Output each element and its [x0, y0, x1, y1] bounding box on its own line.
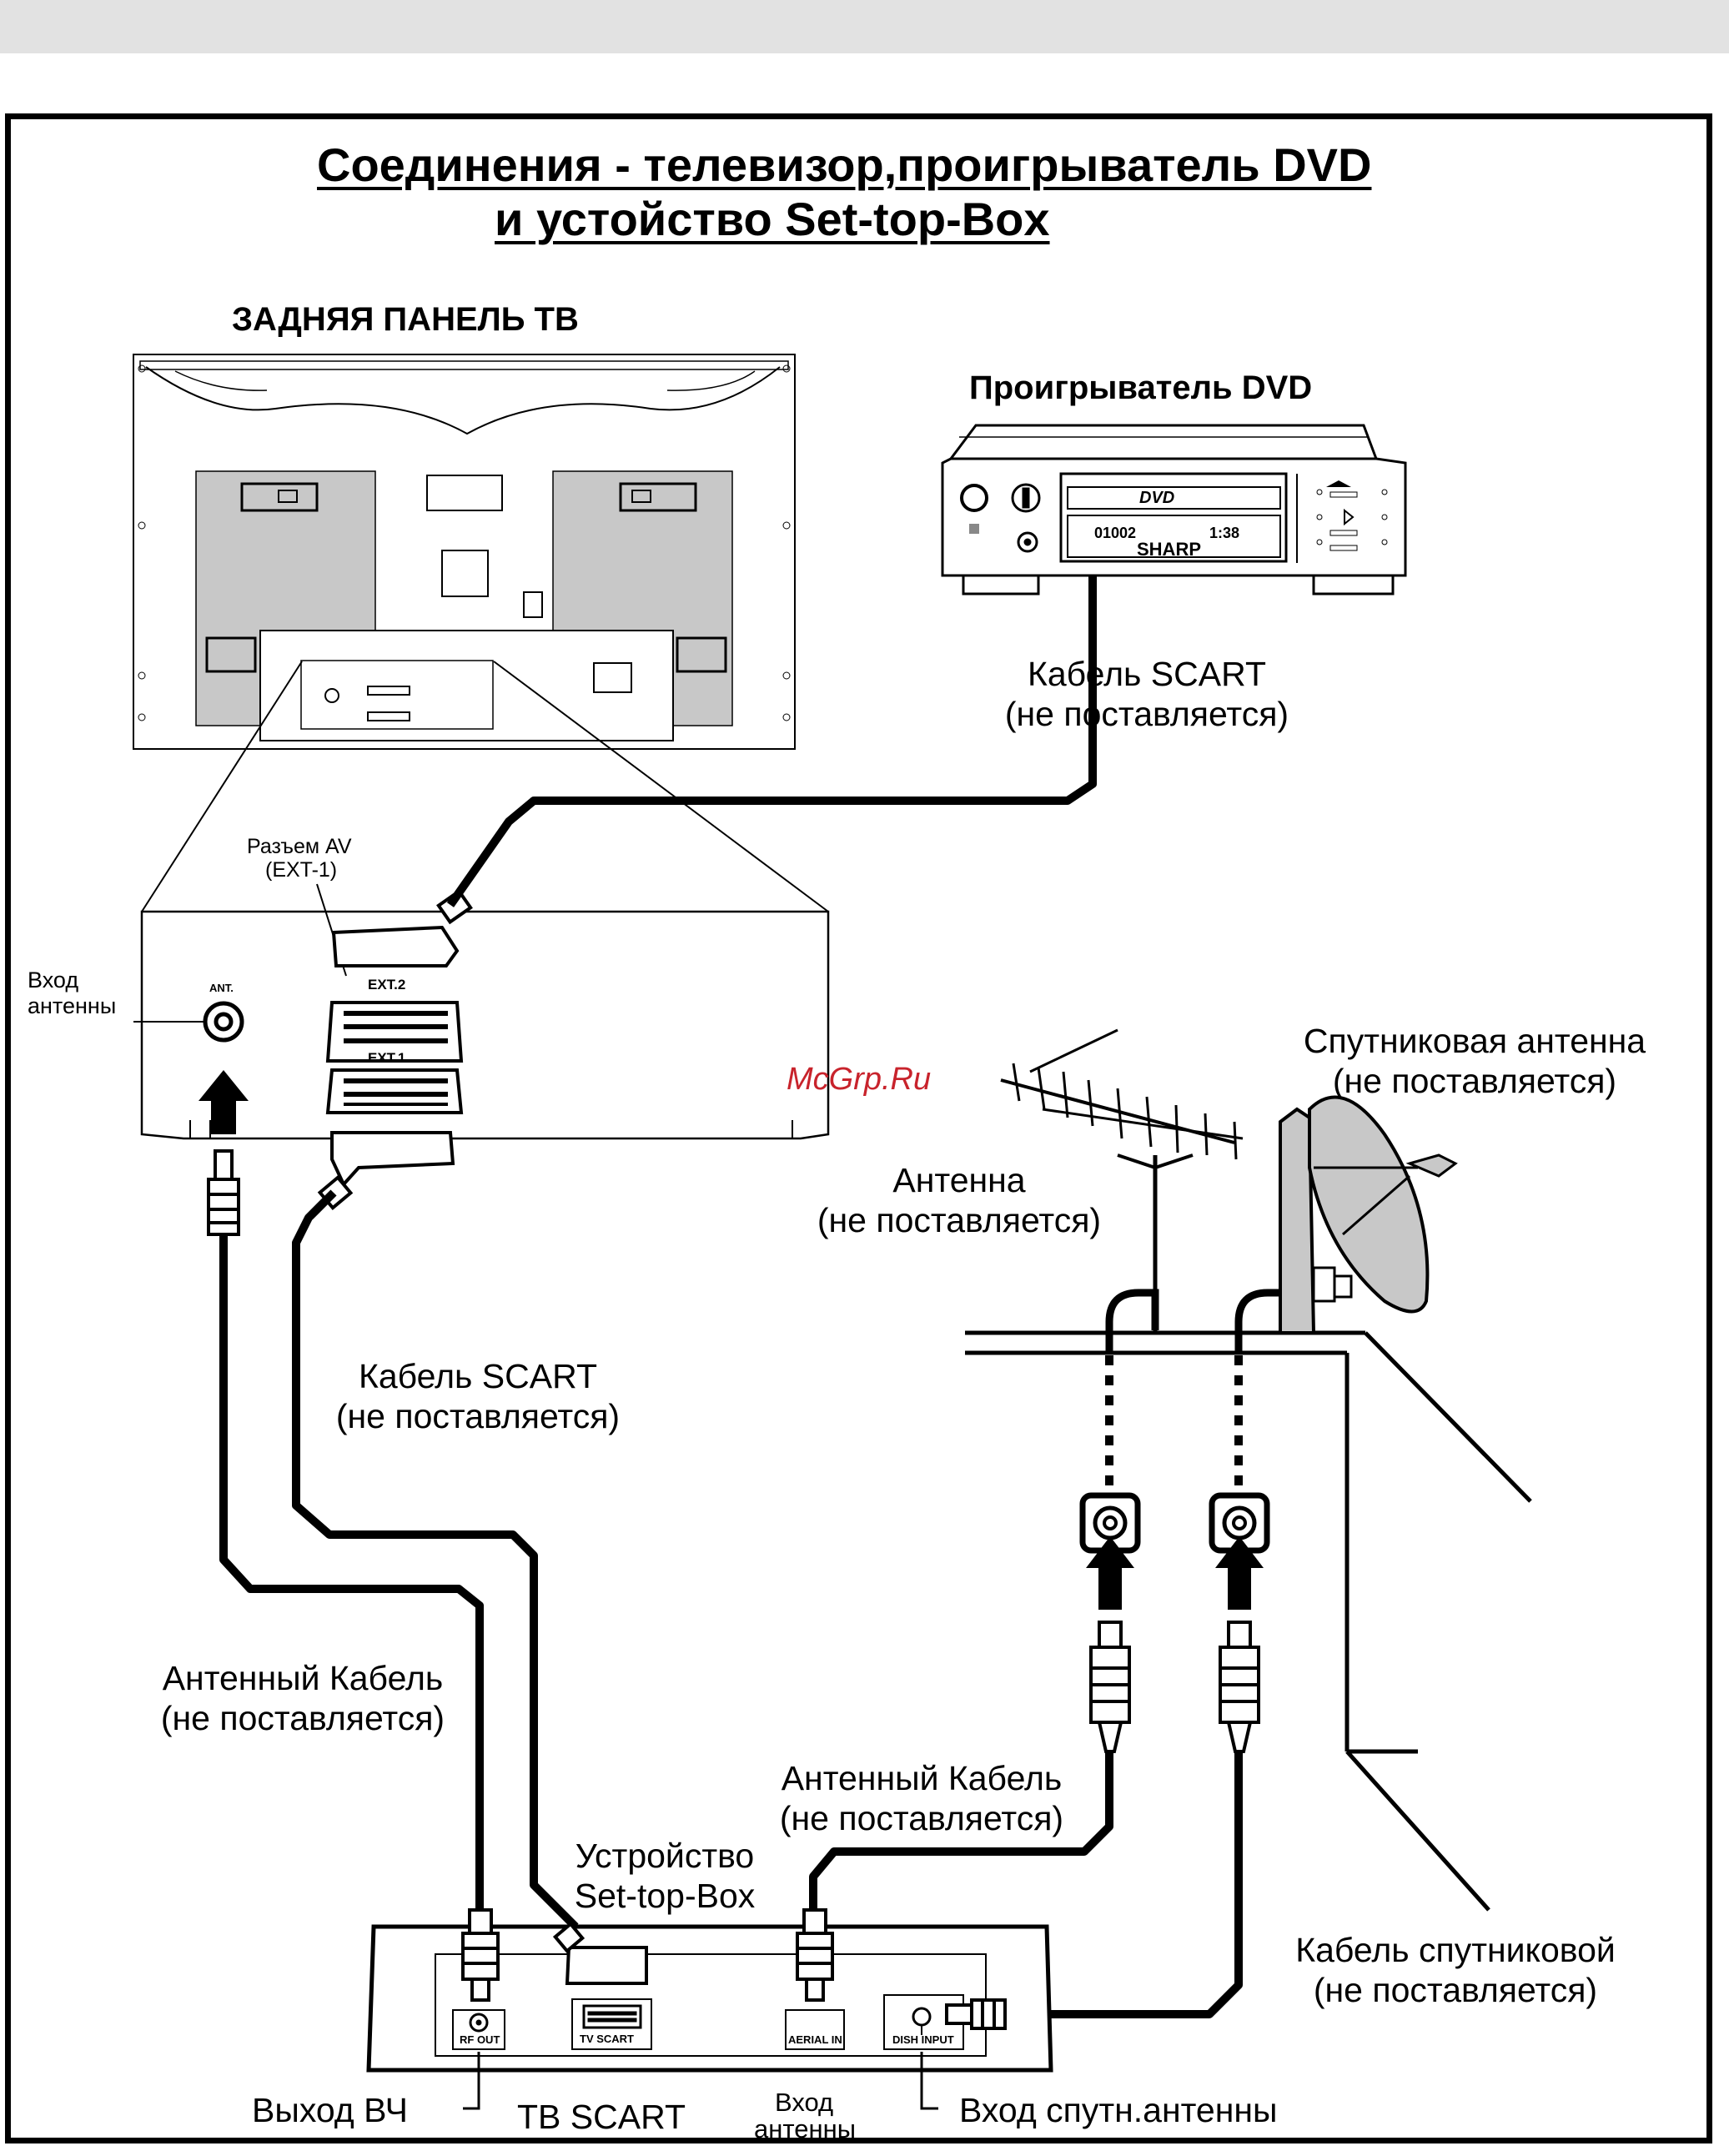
av-connector-sub: (EXT-1) [265, 858, 338, 882]
dvd-player [941, 424, 1407, 596]
stb-rf-out-port: RF OUT [460, 2033, 500, 2046]
antenna-input-label: Вход [28, 967, 79, 993]
wall-plugs [1089, 1621, 1260, 1753]
dvd-logo: DVD [1139, 489, 1175, 507]
satellite-cable [1005, 1751, 1243, 2018]
ext1-label: EXT.1 [368, 1050, 406, 1066]
ant-input-arrow [199, 1070, 249, 1134]
dotted-cables [1105, 1355, 1243, 1493]
bottom-label-tv-scart: ТВ SCART [517, 2098, 686, 2136]
dvd-brand: SHARP [1137, 539, 1202, 560]
bottom-label-antenna-in: Вход [775, 2088, 834, 2117]
zoom-lines [141, 661, 829, 912]
scart-plug-ext2 [331, 888, 473, 967]
antenna-cable-left [219, 1234, 484, 1910]
scart-cable-stb [292, 1189, 579, 1930]
dvd-display-time: 1:38 [1209, 525, 1240, 541]
stb-dish-input-port: DISH INPUT [892, 2033, 954, 2046]
watermark: McGrp.Ru [787, 1062, 932, 1097]
dvd-player-heading: Проигрыватель DVD [969, 369, 1313, 406]
ext-pins [344, 1011, 448, 1106]
ant-port-label: ANT. [209, 982, 234, 994]
wall-socket-arrows [1086, 1536, 1264, 1610]
cables [219, 575, 1243, 2018]
stb-plugs [461, 1908, 1007, 2030]
roof-cable-loops [1105, 1289, 1289, 1353]
antenna-cable-right [809, 1751, 1113, 1910]
bottom-label-antenna-in-2: антенны [754, 2114, 856, 2143]
stb-aerial-in-port: AERIAL IN [788, 2033, 842, 2046]
diagram-frame [5, 113, 1712, 2143]
bottom-label-dish-in: Вход спутн.антенны [959, 2091, 1278, 2129]
ext2-label: EXT.2 [368, 977, 406, 993]
terrestrial-antenna [1000, 1028, 1244, 1333]
stb-tv-scart-port: TV SCART [580, 2033, 634, 2045]
scart-cable-dvd [446, 575, 1097, 907]
bottom-label-rf-out: Выход ВЧ [252, 2091, 408, 2129]
tv-connector-panel [133, 883, 830, 1140]
scart-plug-ext1 [317, 1131, 455, 1211]
tv-rear-panel [133, 354, 796, 750]
tv-rear-panel-heading: ЗАДНЯЯ ПАНЕЛЬ ТВ [232, 301, 579, 338]
antenna-plug-tv [207, 1149, 240, 1236]
stb-callouts [463, 2052, 938, 2110]
title-line-2: и устойство Set-top-Box [495, 193, 1050, 245]
top-gray-bar [0, 0, 1729, 53]
title-line-1: Соединения - телевизор,проигрыватель DVD [317, 138, 1372, 191]
av-connector-label: Разъем AV [247, 835, 352, 858]
satellite-dish [1279, 1095, 1458, 1334]
dvd-display-track: 01002 [1094, 525, 1137, 541]
antenna-input-label-2: антенны [28, 993, 117, 1018]
house [965, 1330, 1532, 1912]
